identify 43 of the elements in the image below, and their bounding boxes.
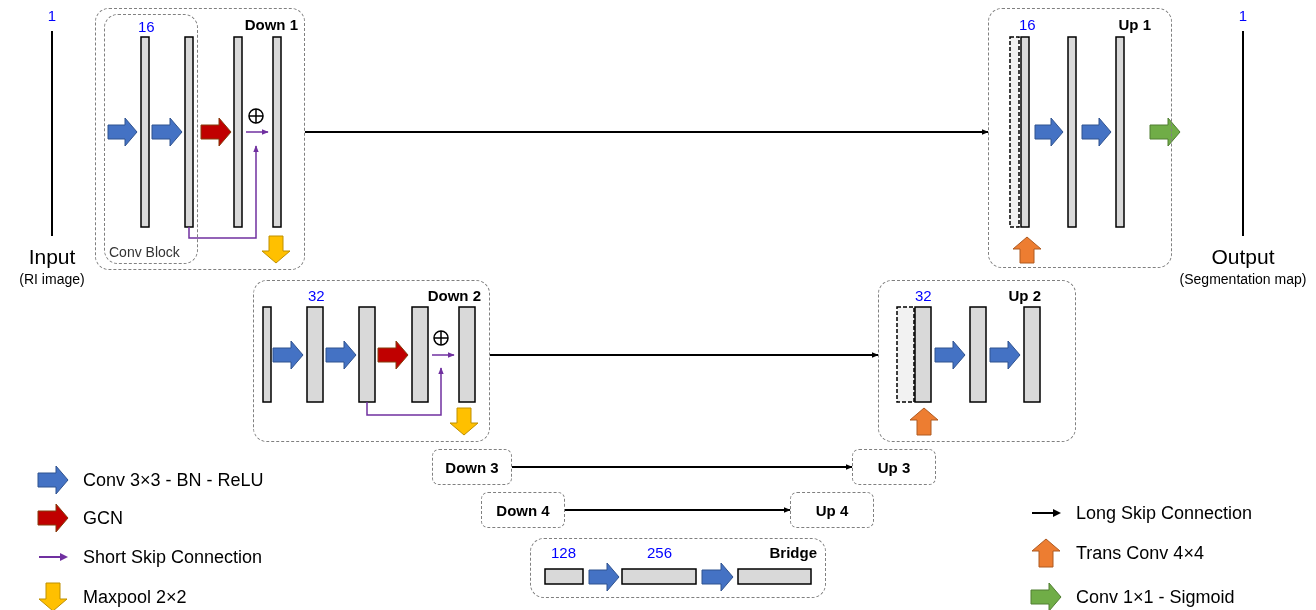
- channel-count: 32: [308, 288, 325, 303]
- block-box: [253, 280, 490, 442]
- long-skip-arrow: [511, 464, 853, 470]
- terminal-label: Input: [28, 244, 76, 271]
- block-title: Up 2: [1008, 288, 1041, 303]
- block-box: [988, 8, 1172, 268]
- legend-label: Maxpool 2×2: [83, 588, 187, 606]
- block-box: [852, 449, 936, 485]
- block-box: [95, 8, 305, 270]
- legend-label: GCN: [83, 509, 123, 527]
- terminal-caption: (Segmentation map): [1179, 270, 1307, 288]
- block-title: Down 1: [244, 17, 298, 32]
- long-skip-arrow: [489, 352, 879, 358]
- block-title: Bridge: [769, 545, 817, 560]
- legend-label: Conv 1×1 - Sigmoid: [1076, 588, 1235, 606]
- block-title: Down 2: [427, 288, 481, 303]
- channel-count: 1: [1238, 8, 1248, 23]
- block-box: [432, 449, 512, 485]
- block-label: Conv Block: [109, 245, 180, 259]
- legend-label: Trans Conv 4×4: [1076, 544, 1204, 562]
- legend-label: Short Skip Connection: [83, 548, 263, 566]
- channel-count: 1: [47, 8, 57, 23]
- block-title: Up 1: [1118, 17, 1151, 32]
- legend-label: Long Skip Connection: [1076, 504, 1253, 522]
- legend-label: Conv 3×3 - BN - ReLU: [83, 471, 264, 489]
- terminal-caption: (RI image): [19, 270, 85, 288]
- block-title: Up 4: [815, 502, 849, 518]
- block-title: Down 3: [445, 459, 499, 475]
- block-title: Up 3: [877, 459, 911, 475]
- terminal-label: Output: [1211, 244, 1275, 271]
- channel-count: 16: [138, 19, 155, 34]
- channel-count: 32: [915, 288, 932, 303]
- block-title: Down 4: [496, 502, 550, 518]
- channel-count: 16: [1019, 17, 1036, 32]
- block-box: [530, 538, 826, 598]
- long-skip-arrow: [304, 129, 989, 135]
- long-skip-arrow: [564, 507, 791, 513]
- channel-count: 128: [551, 545, 577, 560]
- block-box: [878, 280, 1076, 442]
- block-box: [790, 492, 874, 528]
- block-box: [481, 492, 565, 528]
- block-box: [104, 14, 198, 264]
- channel-count: 256: [647, 545, 673, 560]
